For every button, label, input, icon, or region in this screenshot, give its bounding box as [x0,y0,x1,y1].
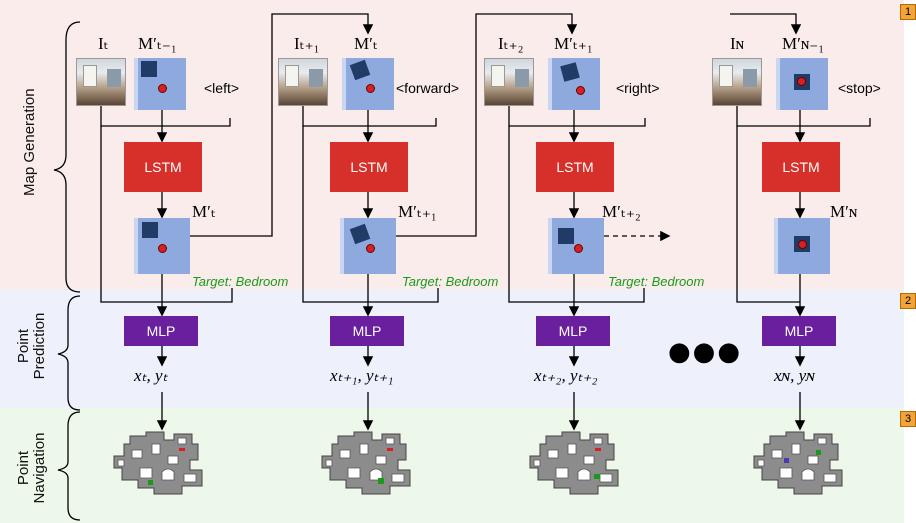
output-map-3 [774,218,830,274]
action-label-2: <right> [616,80,660,96]
action-label-3: <stop> [838,80,881,96]
line-action-merge-3 [800,118,871,127]
mlp-module-3: MLP [762,316,836,346]
mlp-module-0: MLP [124,316,198,346]
map-in-label-1: M′ₜ [354,34,378,53]
lstm-module-3: LSTM [762,142,840,192]
brace-point-navigation [57,411,81,521]
line-target-merge-1 [368,288,439,303]
brace-point-prediction [57,295,81,411]
floor-map-0 [113,431,203,495]
image-label-2: Iₜ₊₂ [498,34,524,53]
input-map-1 [342,58,394,110]
input-map-2 [548,58,600,110]
floor-map-1 [321,431,411,495]
ellipsis: ●●● [668,337,743,367]
output-map-0 [134,218,190,274]
observation-image-3 [712,58,762,106]
floor-map-3 [753,431,843,495]
arrow-recurrent-0 [190,13,374,237]
lstm-module-0: LSTM [124,142,202,192]
output-map-2 [548,218,604,274]
image-label-0: Iₜ [98,34,109,53]
lstm-module-1: LSTM [330,142,408,192]
target-label-0: Target: Bedroom [192,274,289,289]
line-action-merge-1 [368,118,437,127]
lstm-module-2: LSTM [536,142,614,192]
target-label-1: Target: Bedroom [402,274,499,289]
action-label-1: <forward> [396,80,460,96]
observation-image-2 [484,58,534,106]
map-out-label-1: M′ₜ₊₁ [398,202,437,221]
coordinate-label-3: xɴ, yɴ [774,366,815,385]
arrow-recurrent-1 [396,13,578,237]
coordinate-label-0: xₜ, yₜ [134,366,168,385]
observation-image-0 [76,58,126,106]
line-image-skip-0 [100,126,162,303]
line-image-skip-2 [508,126,574,303]
map-in-label-2: M′ₜ₊₁ [554,34,593,53]
map-in-label-0: M′ₜ₋₁ [138,34,177,53]
output-map-1 [340,218,396,274]
image-label-3: Iɴ [730,34,745,53]
floor-map-2 [529,431,619,495]
map-out-label-2: M′ₜ₊₂ [602,202,641,221]
line-target-merge-2 [574,288,645,303]
observation-image-1 [278,58,328,106]
line-action-merge-0 [162,118,231,127]
image-label-1: Iₜ₊₁ [294,34,320,53]
coordinate-label-2: xₜ₊₂, yₜ₊₂ [534,366,598,385]
coordinate-label-1: xₜ₊₁, yₜ₊₁ [330,366,394,385]
brace-map-generation [53,21,81,293]
map-out-label-0: M′ₜ [192,202,216,221]
input-map-0 [134,58,186,110]
input-map-3 [776,58,828,110]
line-image-skip-1 [302,126,368,303]
line-target-merge-0 [162,288,233,303]
line-image-skip-3 [736,126,800,303]
target-label-2: Target: Bedroom [608,274,705,289]
line-action-merge-2 [574,118,646,127]
map-out-label-3: M′ɴ [830,202,858,221]
action-label-0: <left> [204,80,240,96]
point-prediction-band [0,290,904,408]
mlp-module-1: MLP [330,316,404,346]
arrow-recurrent-3 [730,13,802,35]
mlp-module-2: MLP [536,316,610,346]
map-in-label-3: M′ɴ₋₁ [782,34,825,53]
